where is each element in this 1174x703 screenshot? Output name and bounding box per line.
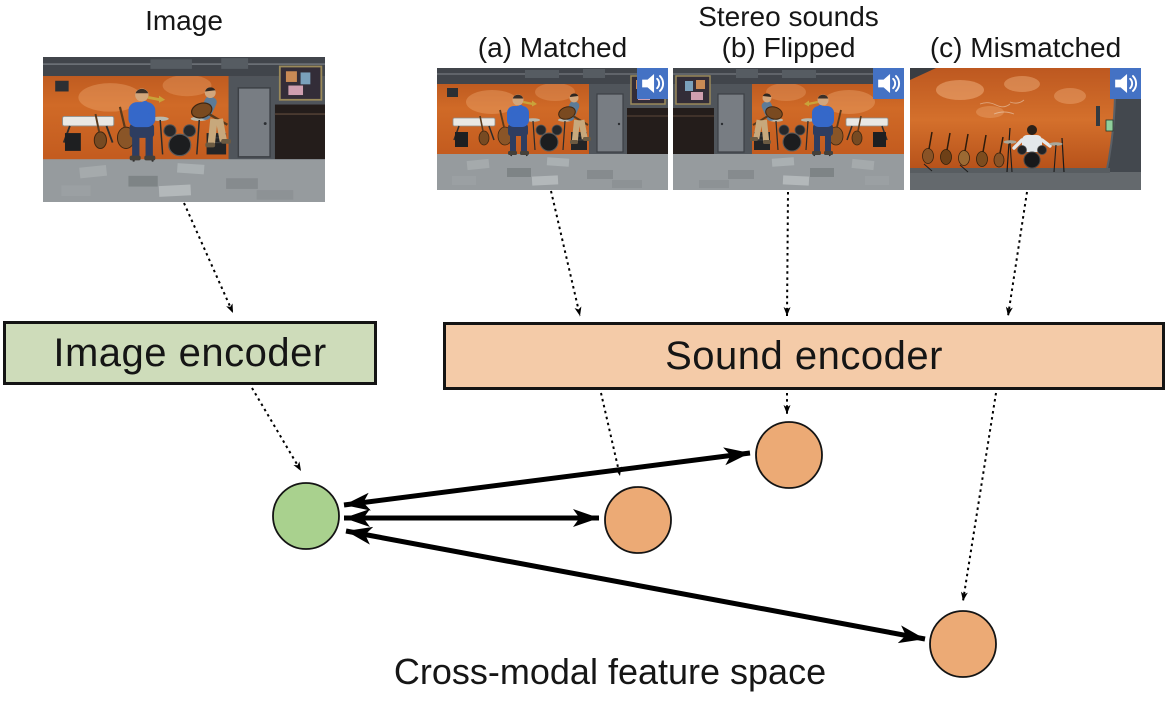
drummer-room-scene — [910, 68, 1141, 190]
speaker-icon — [1110, 68, 1141, 99]
flipped-sound-photo — [673, 68, 904, 190]
dotted-arrow-image-encoder-to-image-node — [251, 387, 302, 472]
band-room-scene — [43, 57, 325, 202]
sound-encoder-label: Sound encoder — [665, 333, 943, 378]
matched-sound-photo — [437, 68, 668, 190]
mismatched-sound-photo — [910, 68, 1141, 190]
feature-space-caption: Cross-modal feature space — [393, 651, 827, 692]
sound-encoder-box: Sound encoder — [443, 322, 1165, 390]
double-arrow-image-to-flipped — [343, 447, 751, 511]
band-room-scene — [437, 68, 668, 190]
node-image-embedding — [272, 482, 340, 550]
dotted-arrow-flipped-to-sound-encoder — [783, 191, 791, 317]
variant-b-label: (b) Flipped — [721, 32, 856, 63]
node-flipped-embedding — [755, 421, 823, 489]
image-label: Image — [145, 5, 223, 36]
dotted-arrow-matched-to-sound-encoder — [550, 190, 582, 317]
dotted-arrow-sound-encoder-to-mismatched-node — [960, 392, 997, 602]
input-image-photo — [43, 57, 325, 202]
image-encoder-box: Image encoder — [3, 321, 377, 385]
variant-c-label: (c) Mismatched — [929, 32, 1122, 63]
speaker-icon — [637, 68, 668, 99]
image-encoder-label: Image encoder — [53, 330, 327, 375]
dotted-arrow-mismatched-to-sound-encoder — [1005, 191, 1028, 317]
dotted-arrow-image-to-image-encoder — [183, 202, 234, 314]
variant-a-label: (a) Matched — [477, 32, 628, 63]
double-arrow-image-to-mismatched — [345, 526, 926, 644]
speaker-icon — [873, 68, 904, 99]
band-room-scene-flipped — [673, 68, 904, 190]
dotted-arrow-sound-encoder-to-matched-node — [600, 392, 622, 477]
node-matched-embedding — [604, 486, 672, 554]
stereo-sounds-label: Stereo sounds — [698, 1, 879, 32]
node-mismatched-embedding — [929, 610, 997, 678]
